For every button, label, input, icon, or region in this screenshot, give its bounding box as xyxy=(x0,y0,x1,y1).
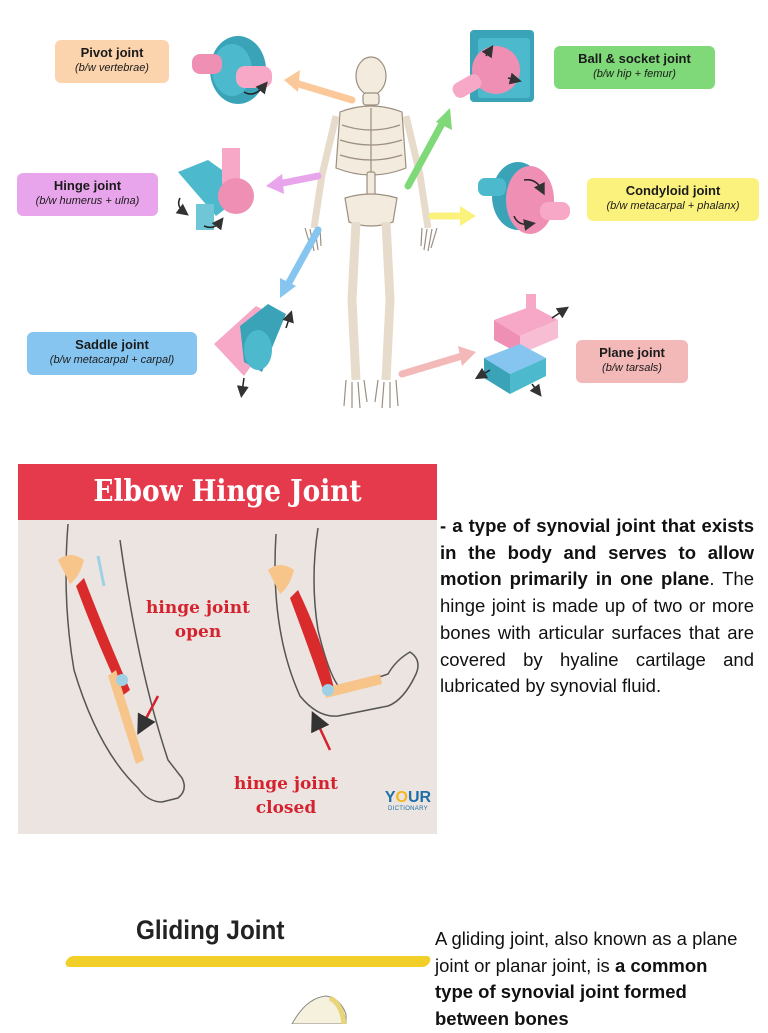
hinge-joint-closed-label: hinge joint closed xyxy=(232,772,340,820)
pivot-joint-title: Pivot joint xyxy=(80,45,144,60)
gliding-bone-illustration xyxy=(291,995,347,1024)
ball-socket-joint-title: Ball & socket joint xyxy=(578,51,691,66)
hinge-joint-subtitle: (b/w humerus + ulna) xyxy=(35,195,140,207)
ball-socket-joint-label: Ball & socket joint (b/w hip + femur) xyxy=(554,46,715,89)
closed-label-line2: closed xyxy=(255,798,317,818)
condyloid-joint-subtitle: (b/w metacarpal + phalanx) xyxy=(606,200,740,212)
saddle-joint-label: Saddle joint (b/w metacarpal + carpal) xyxy=(27,332,197,375)
logo-y: Y xyxy=(384,789,396,806)
hinge-joint-label: Hinge joint (b/w humerus + ulna) xyxy=(17,173,158,216)
hinge-joint-model xyxy=(175,148,254,231)
hinge-joint-description: - a type of synovial joint that exists i… xyxy=(440,513,754,700)
gliding-description-plain: A gliding joint, also known as a plane j… xyxy=(435,928,738,976)
condyloid-joint-title: Condyloid joint xyxy=(625,183,721,198)
logo-o: O xyxy=(395,789,408,806)
saddle-joint-title: Saddle joint xyxy=(75,337,149,352)
pivot-joint-label: Pivot joint (b/w vertebrae) xyxy=(55,40,169,83)
logo-ur: UR xyxy=(408,789,432,806)
hinge-description-rest: . The hinge joint is made up of two or m… xyxy=(440,568,754,697)
plane-joint-model xyxy=(474,294,569,397)
logo-subtitle: DICTIONARY xyxy=(388,806,428,812)
elbow-arms-illustration xyxy=(58,523,419,803)
ball-socket-joint-subtitle: (b/w hip + femur) xyxy=(593,68,676,80)
open-label-line1: hinge joint xyxy=(146,598,250,618)
ball-socket-joint-model xyxy=(452,30,534,102)
saddle-joint-model xyxy=(214,304,294,398)
elbow-title: Elbow Hinge Joint xyxy=(93,474,362,509)
gliding-underline-stroke xyxy=(63,956,433,967)
skeleton-figure xyxy=(304,56,438,409)
plane-joint-subtitle: (b/w tarsals) xyxy=(602,362,662,374)
pointer-arrows xyxy=(266,70,476,378)
gliding-joint-title: Gliding Joint xyxy=(136,915,285,945)
pivot-joint-model xyxy=(192,36,272,104)
pivot-joint-subtitle: (b/w vertebrae) xyxy=(75,62,149,74)
open-label-line2: open xyxy=(174,622,222,642)
hinge-joint-title: Hinge joint xyxy=(53,178,122,193)
elbow-hinge-figure: Elbow Hinge Joint hinge joint open hinge… xyxy=(18,464,437,834)
hinge-joint-open-label: hinge joint open xyxy=(142,596,254,644)
gliding-joint-description: A gliding joint, also known as a plane j… xyxy=(435,926,745,1033)
your-dictionary-logo: YOUR DICTIONARY xyxy=(384,789,432,813)
plane-joint-title: Plane joint xyxy=(599,345,665,360)
plane-joint-label: Plane joint (b/w tarsals) xyxy=(576,340,688,383)
elbow-title-bar: Elbow Hinge Joint xyxy=(18,464,437,520)
saddle-joint-subtitle: (b/w metacarpal + carpal) xyxy=(49,354,175,366)
hinge-description-bold: - a type of synovial joint that exists i… xyxy=(440,515,754,590)
condyloid-joint-model xyxy=(478,162,570,234)
closed-label-line1: hinge joint xyxy=(234,774,338,794)
joints-diagram xyxy=(175,30,570,409)
condyloid-joint-label: Condyloid joint (b/w metacarpal + phalan… xyxy=(587,178,759,221)
